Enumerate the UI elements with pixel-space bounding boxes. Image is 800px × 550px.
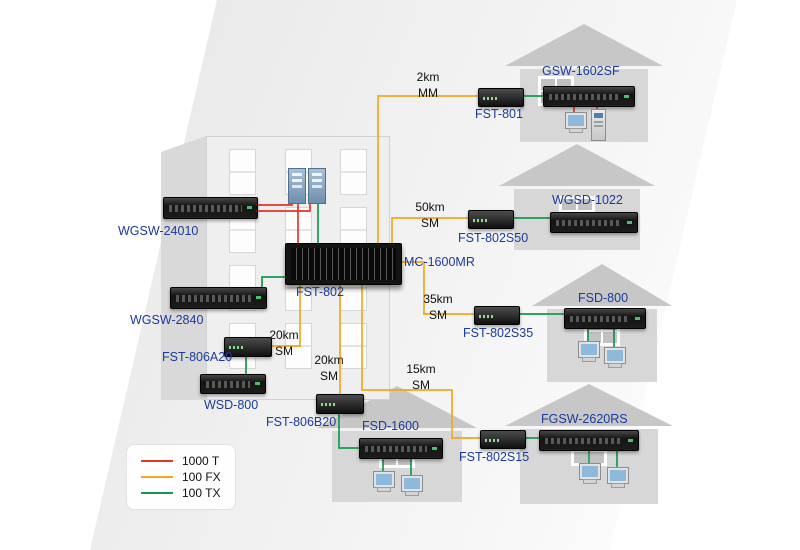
device-label-wsd-800: WSD-800 [204,398,259,412]
device-label-wgsw-24010: WGSW-24010 [118,224,199,238]
distance-label-35km: 35km SM [416,292,460,323]
fiber-mode: SM [412,377,430,392]
pc-icon [565,112,587,133]
legend-label-1000t: 1000 T [182,454,220,468]
legend-row-100tx: 100 TX [141,485,221,501]
distance-value: 35km [423,292,453,306]
building-side-wall [161,136,206,400]
legend-swatch-100tx [141,492,173,494]
legend-label-100tx: 100 TX [182,486,221,500]
device-label-fst-802: FST-802 [296,285,344,299]
device-fst-806b20 [316,394,364,414]
building-window [229,149,256,195]
legend-swatch-1000t [141,460,173,462]
distance-value: 20km [314,353,344,367]
device-fst-801 [478,88,524,107]
pc-icon [578,341,600,362]
device-fgsw-2620rs [539,430,639,451]
device-fst-802s50 [468,210,514,229]
fiber-mode: SM [421,215,439,230]
device-label-fst-802s35: FST-802S35 [463,326,534,340]
server-tower-1 [288,168,306,204]
device-wgsd-1022 [550,212,638,233]
device-wgsw-2840 [170,287,267,309]
fiber-mode: SM [275,343,293,358]
legend: 1000 T 100 FX 100 TX [126,444,236,510]
pc-icon [604,347,626,368]
device-mc-1600mr [285,243,402,285]
distance-value: 20km [269,328,299,342]
device-label-fst-802s50: FST-802S50 [458,231,529,245]
device-fsd-1600 [359,438,443,459]
pc-icon [579,463,601,484]
server-tower-2 [308,168,326,204]
device-fsd-800 [564,308,646,329]
building-window [340,149,367,195]
fiber-mode: SM [320,368,338,383]
legend-label-100fx: 100 FX [182,470,221,484]
device-gsw-1602sf [543,86,635,107]
device-wsd-800 [200,374,266,394]
distance-label-2km: 2km MM [406,70,450,101]
device-fst-806a20 [224,337,272,357]
device-label-fsd-800: FSD-800 [578,291,629,305]
distance-value: 50km [415,200,445,214]
device-wgsw-24010 [163,197,258,219]
house-roof [499,144,655,186]
device-label-fst-801: FST-801 [475,107,523,121]
fiber-mode: MM [418,85,438,100]
device-fst-802s35 [474,306,520,325]
device-label-fst-802s15: FST-802S15 [459,450,530,464]
device-label-mc-1600mr: MC-1600MR [404,255,475,269]
legend-swatch-100fx [141,476,173,478]
device-label-fst-806a20: FST-806A20 [162,350,233,364]
device-label-wgsw-2840: WGSW-2840 [130,313,204,327]
legend-row-1000t: 1000 T [141,453,221,469]
legend-row-100fx: 100 FX [141,469,221,485]
distance-value: 2km [416,70,440,84]
device-label-fgsw-2620rs: FGSW-2620RS [541,412,628,426]
pc-icon [401,475,423,496]
distance-label-50km: 50km SM [408,200,452,231]
device-label-fsd-1600: FSD-1600 [362,419,419,433]
pc-icon [607,467,629,488]
device-label-fst-806b20: FST-806B20 [266,415,337,429]
device-label-gsw-1602sf: GSW-1602SF [542,64,620,78]
house-roof [505,24,663,66]
distance-value: 15km [406,362,436,376]
distance-label-15km: 15km SM [399,362,443,393]
device-label-wgsd-1022: WGSD-1022 [552,193,623,207]
distance-label-20km-b: 20km SM [307,353,351,384]
fiber-mode: SM [429,307,447,322]
device-fst-802s15 [480,430,526,449]
pc-icon [373,471,395,492]
pc-tower-icon [591,109,606,141]
distance-label-20km-a: 20km SM [262,328,306,359]
